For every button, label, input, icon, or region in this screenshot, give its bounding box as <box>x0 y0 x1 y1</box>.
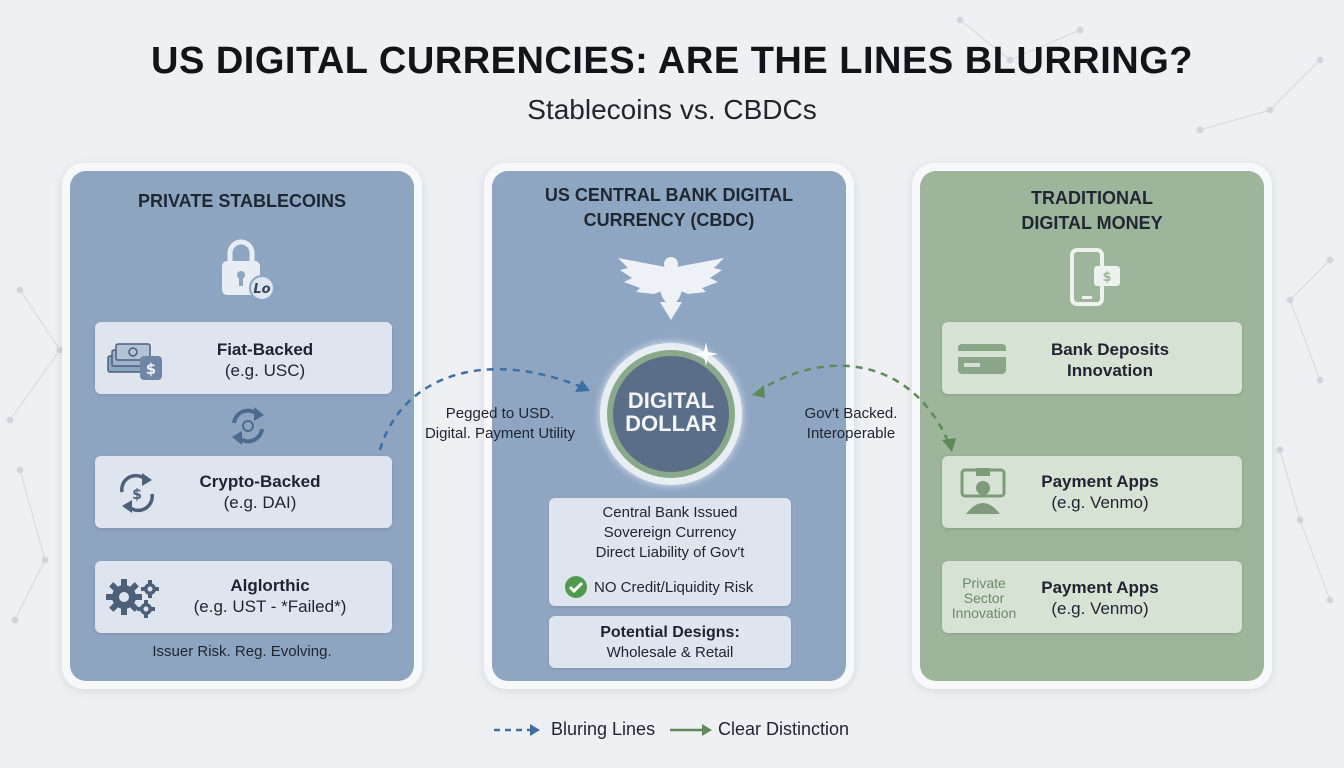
bank-deposits-title: Bank Deposits <box>1050 340 1170 359</box>
center-title-line2: CURRENCY (CBDC) <box>583 210 755 230</box>
right-arrowhead-start <box>752 385 765 398</box>
cbdc-info-line2: Sovereign Currency <box>603 524 737 541</box>
payment-apps-card <box>942 456 1242 528</box>
digital-dollar-coin <box>613 356 729 472</box>
private-sector-line3: Innovation <box>951 605 1017 621</box>
crypto-backed-label: Crypto-Backed (e.g. DAI) <box>160 471 360 513</box>
private-sector-line1: Private <box>962 575 1006 591</box>
potential-designs-title: Potential Designs: <box>600 624 740 641</box>
page-subtitle: Stablecoins vs. CBDCs <box>527 94 817 125</box>
fiat-backed-label: Fiat-Backed (e.g. USC) <box>170 339 360 381</box>
fiat-backed-example: (e.g. USC) <box>224 361 306 380</box>
cash-stack-icon: $ <box>107 343 162 380</box>
algorithmic-example: (e.g. UST - *Failed*) <box>193 597 347 616</box>
cbdc-info-card <box>549 498 791 606</box>
left-dashed-arrow <box>378 367 585 451</box>
payment-apps-title: Payment Apps <box>1041 472 1159 491</box>
coin-line2: DOLLAR <box>625 411 717 436</box>
payment-apps-example: (e.g. Venmo) <box>1051 493 1149 512</box>
sparkle-icon <box>694 342 718 366</box>
fiat-backed-title: Fiat-Backed <box>216 340 314 359</box>
private-sector-label: Private Sector Innovation <box>946 576 1022 621</box>
legend-dashed-label: Bluring Lines <box>551 719 656 739</box>
cbdc-info-line3: Direct Liability of Gov't <box>595 544 745 561</box>
page-title: US DIGITAL CURRENCIES: ARE THE LINES BLU… <box>151 40 1193 82</box>
crypto-backed-title: Crypto-Backed <box>199 472 321 491</box>
algorithmic-card <box>95 561 392 633</box>
svg-text:$: $ <box>1102 270 1111 285</box>
payment-app-icon <box>960 468 1006 514</box>
payment-apps-example-2: (e.g. Venmo) <box>1051 599 1149 618</box>
left-connector-label: Pegged to USD. Digital. Payment Utility <box>410 404 590 444</box>
exchange-arrows-icon <box>232 407 264 445</box>
svg-text:Lo: Lo <box>253 282 270 297</box>
right-panel-title: TRADITIONAL DIGITAL MONEY <box>920 186 1264 236</box>
payment-apps-label-2: Payment Apps (e.g. Venmo) <box>1010 577 1190 619</box>
bank-deposits-label: Bank Deposits Innovation <box>1010 339 1210 381</box>
right-connector-label: Gov't Backed. Interoperable <box>796 404 906 444</box>
payment-apps-card-2 <box>942 561 1242 633</box>
mobile-payment-icon: $ <box>1070 248 1120 306</box>
payment-apps-title-2: Payment Apps <box>1041 578 1159 597</box>
private-sector-line2: Sector <box>963 590 1005 606</box>
no-risk-text: NO Credit/Liquidity Risk <box>594 579 754 596</box>
left-panel-footer: Issuer Risk. Reg. Evolving. <box>152 643 332 660</box>
digital-dollar-label: DIGITAL DOLLAR <box>613 389 729 435</box>
lock-icon: Lo <box>222 239 275 301</box>
potential-designs-value: Wholesale & Retail <box>606 644 734 661</box>
bank-deposits-subtitle: Innovation <box>1067 361 1153 380</box>
svg-text:$: $ <box>146 360 156 378</box>
coin-line1: DIGITAL <box>627 388 715 413</box>
left-arrowhead <box>575 380 590 392</box>
right-title-line1: TRADITIONAL <box>1031 188 1153 208</box>
right-dashed-arrow <box>756 364 952 447</box>
cbdc-info-text: Central Bank Issued Sovereign Currency D… <box>549 503 791 563</box>
crypto-backed-card <box>95 456 392 528</box>
potential-designs-text: Potential Designs: Wholesale & Retail <box>549 623 791 663</box>
potential-designs-card <box>549 616 791 668</box>
eagle-icon <box>618 257 724 320</box>
legend-solid-arrow-icon <box>670 724 712 736</box>
svg-text:$: $ <box>132 487 142 503</box>
right-title-line2: DIGITAL MONEY <box>1021 213 1163 233</box>
check-icon <box>565 576 587 598</box>
center-panel-title: US CENTRAL BANK DIGITAL CURRENCY (CBDC) <box>492 183 846 233</box>
legend-solid-label: Clear Distinction <box>718 719 850 739</box>
legend-dashed-arrow-icon <box>494 724 540 736</box>
payment-apps-label: Payment Apps (e.g. Venmo) <box>1010 471 1190 513</box>
crypto-cycle-icon: $ <box>120 473 154 513</box>
right-connector-line2: Interoperable <box>806 425 896 442</box>
left-connector-line1: Pegged to USD. <box>445 405 555 422</box>
cbdc-info-line1: Central Bank Issued <box>602 504 738 521</box>
algorithmic-title: Alglorthic <box>230 576 310 595</box>
left-panel-title: PRIVATE STABLECOINS <box>137 191 346 211</box>
algorithmic-label: Alglorthic (e.g. UST - *Failed*) <box>160 575 380 617</box>
right-arrowhead-end <box>942 438 956 452</box>
left-connector-line2: Digital. Payment Utility <box>424 425 576 442</box>
gears-icon <box>106 579 159 618</box>
right-connector-line1: Gov't Backed. <box>804 405 898 422</box>
center-title-line1: US CENTRAL BANK DIGITAL <box>544 185 794 205</box>
credit-card-icon <box>958 344 1006 374</box>
crypto-backed-example: (e.g. DAI) <box>223 493 297 512</box>
